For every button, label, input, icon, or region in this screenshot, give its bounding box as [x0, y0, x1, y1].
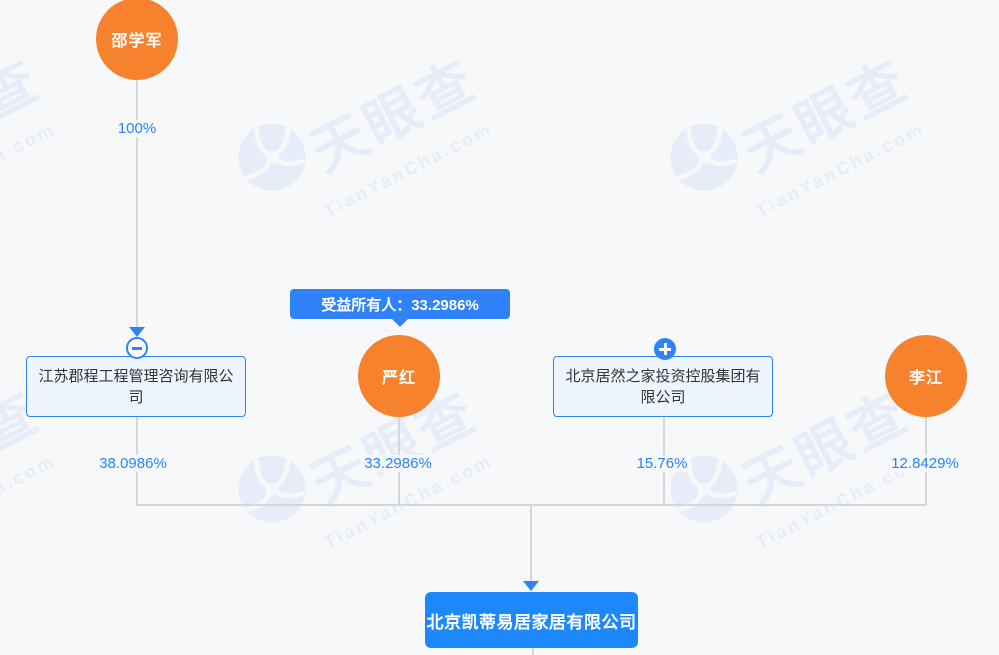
watermark-domain-text: TianYanCha.com [0, 450, 59, 553]
company-node-jiangsu[interactable]: 江苏郡程工程管理咨询有限公司 [26, 356, 246, 417]
watermark-domain-text: TianYanCha.com [320, 118, 496, 221]
percent-label-juran: 15.76% [633, 455, 691, 472]
watermark-brand-text: 天眼查 [733, 48, 920, 184]
tianyancha-logo-icon [238, 123, 306, 191]
collapse-minus-icon[interactable] [126, 337, 148, 359]
tianyancha-logo-icon [670, 123, 738, 191]
percent-label-li: 12.8429% [888, 455, 962, 472]
percent-label-yan: 33.2986% [361, 455, 435, 472]
beneficial-owner-tooltip: 受益所有人：33.2986% [290, 289, 510, 327]
target-company-name: 北京凯蒂易居家居有限公司 [426, 612, 637, 632]
connector-shao-to-jiangsu [136, 80, 138, 332]
person-name: 严红 [381, 370, 416, 387]
company-name: 北京居然之家投资控股集团有限公司 [565, 367, 761, 406]
expand-plus-icon[interactable] [654, 338, 676, 360]
arrow-down-icon [523, 581, 539, 591]
percent-label-shao: 100% [114, 120, 160, 137]
tianyancha-logo-icon [238, 455, 306, 523]
watermark-domain-text: TianYanCha.com [752, 118, 928, 221]
connector-target-down [532, 648, 534, 655]
person-node-yan[interactable]: 严红 [358, 335, 440, 417]
arrow-down-icon [129, 327, 145, 337]
person-name: 邵学军 [111, 33, 163, 50]
person-name: 李江 [908, 370, 943, 387]
connector-to-target [530, 505, 532, 583]
watermark-brand-text: 天眼查 [301, 48, 488, 184]
person-node-li[interactable]: 李江 [885, 335, 967, 417]
beneficial-owner-text: 受益所有人：33.2986% [321, 296, 479, 314]
target-company-node[interactable]: 北京凯蒂易居家居有限公司 [425, 592, 638, 648]
company-name: 江苏郡程工程管理咨询有限公司 [38, 367, 234, 406]
person-node-shao[interactable]: 邵学军 [96, 0, 178, 80]
watermark-brand-text: 天眼查 [0, 48, 51, 184]
percent-label-jiangsu: 38.0986% [96, 455, 170, 472]
watermark-domain-text: TianYanCha.com [0, 118, 59, 221]
company-node-juran[interactable]: 北京居然之家投资控股集团有限公司 [553, 356, 773, 417]
